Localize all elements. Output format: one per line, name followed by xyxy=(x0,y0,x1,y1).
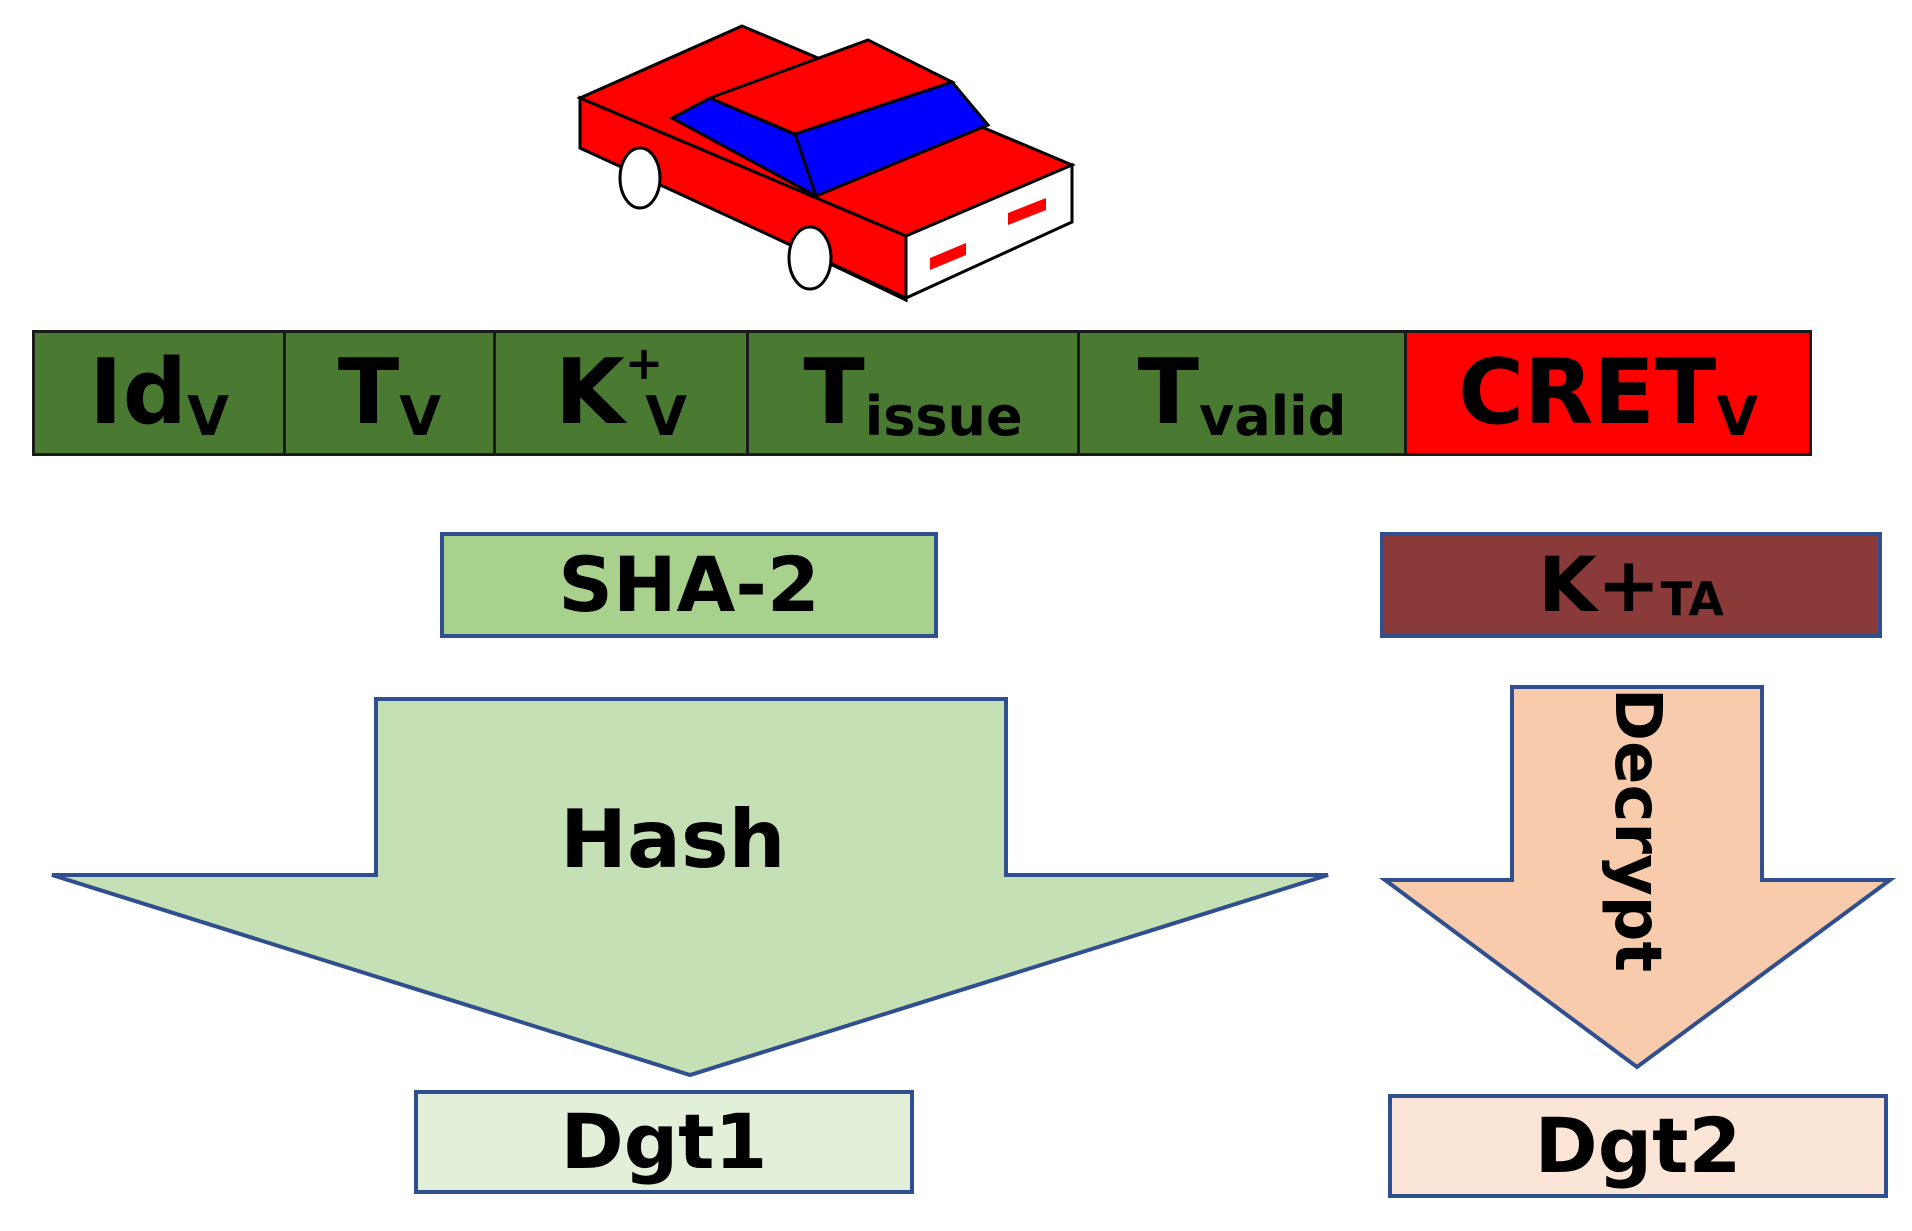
hash-arrow-label: Hash xyxy=(560,793,786,886)
sha2-box: SHA-2 xyxy=(440,532,938,638)
dgt1-box: Dgt1 xyxy=(414,1090,914,1194)
car-roof xyxy=(705,38,956,136)
car-wheel xyxy=(787,225,833,291)
car-wheel xyxy=(618,146,662,210)
car-front xyxy=(904,162,1074,301)
public-key-ta-box: K+TA xyxy=(1380,532,1882,638)
decrypt-arrow-label: Decrypt xyxy=(1600,687,1674,973)
dgt2-box: Dgt2 xyxy=(1388,1094,1888,1198)
car-headlight xyxy=(1008,198,1046,225)
field-public-key-v: K+V xyxy=(493,330,749,456)
car-headlight xyxy=(930,243,966,270)
